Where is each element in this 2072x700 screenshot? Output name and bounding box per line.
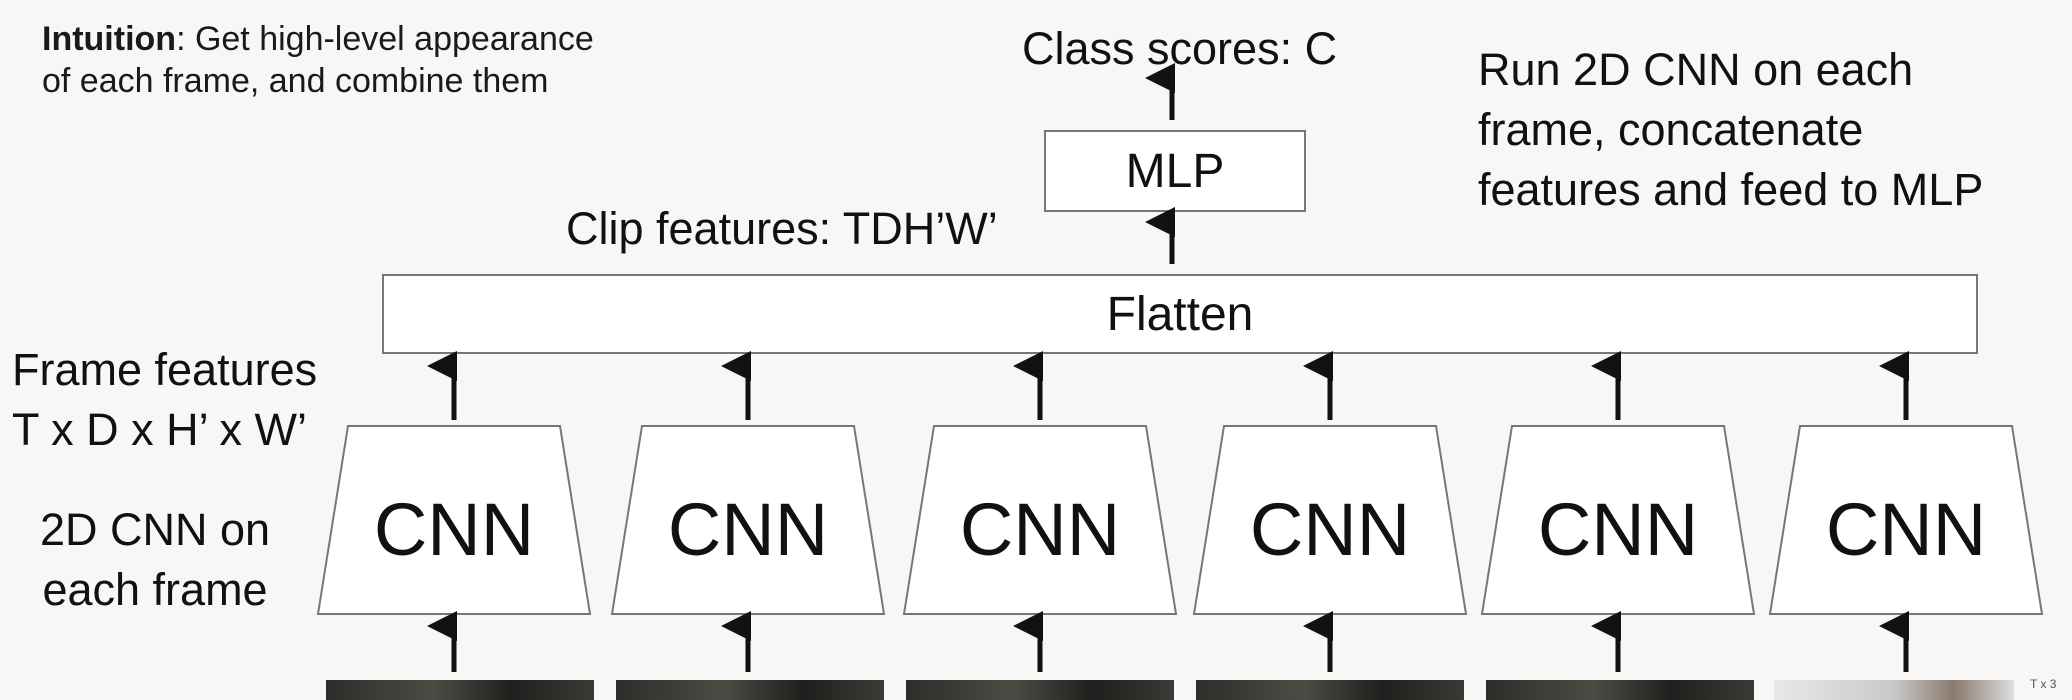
frame-thumbnail-3 xyxy=(906,680,1174,700)
frame-thumbnail-5 xyxy=(1486,680,1754,700)
cnn-note-line1: 2D CNN on xyxy=(40,504,271,555)
cnn-label-4: CNN xyxy=(1250,488,1410,571)
class-scores-label: Class scores: C xyxy=(1022,23,1338,74)
intuition-note: Intuition: Get high-level appearance of … xyxy=(42,18,594,102)
cnn-block-1 xyxy=(316,425,592,615)
cnn-label-6: CNN xyxy=(1826,488,1986,571)
run-note-line1: Run 2D CNN on each xyxy=(1478,44,1914,95)
frame-thumbnail-1 xyxy=(326,680,594,700)
frame-features-line1: Frame features xyxy=(12,344,318,395)
mlp-box: MLP xyxy=(1044,130,1306,212)
frame-thumbnail-6 xyxy=(1774,680,2014,700)
thumbnail-tag: T x 3 xyxy=(2030,677,2057,691)
cnn-label-1: CNN xyxy=(374,488,534,571)
cnn-label-5: CNN xyxy=(1538,488,1698,571)
flatten-box: Flatten xyxy=(382,274,1978,354)
cnn-block-2 xyxy=(610,425,886,615)
cnn-block-4 xyxy=(1192,425,1468,615)
cnn-label-2: CNN xyxy=(668,488,828,571)
frame-features-label: Frame features T x D x H’ x W’ xyxy=(12,340,317,460)
intuition-line2: of each frame, and combine them xyxy=(42,62,549,100)
cnn-group: CNN CNN CNN CNN CNN CNN xyxy=(316,351,2044,672)
cnn-block-5 xyxy=(1480,425,1756,615)
intuition-label: Intuition xyxy=(42,20,177,58)
frame-features-line2: T x D x H’ x W’ xyxy=(12,404,307,455)
cnn-block-6 xyxy=(1768,425,2044,615)
cnn-block-3 xyxy=(902,425,1178,615)
cnn-label-3: CNN xyxy=(960,488,1120,571)
frame-thumbnail-2 xyxy=(616,680,884,700)
clip-features-label: Clip features: TDH’W’ xyxy=(566,203,998,254)
cnn-note-line2: each frame xyxy=(42,564,268,615)
run-note-line2: frame, concatenate xyxy=(1478,104,1864,155)
run-note: Run 2D CNN on each frame, concatenate fe… xyxy=(1478,40,1983,220)
intuition-line1: : Get high-level appearance xyxy=(176,20,594,58)
run-note-line3: features and feed to MLP xyxy=(1478,164,1984,215)
frame-thumbnail-4 xyxy=(1196,680,1464,700)
cnn-note: 2D CNN on each frame xyxy=(40,500,270,620)
